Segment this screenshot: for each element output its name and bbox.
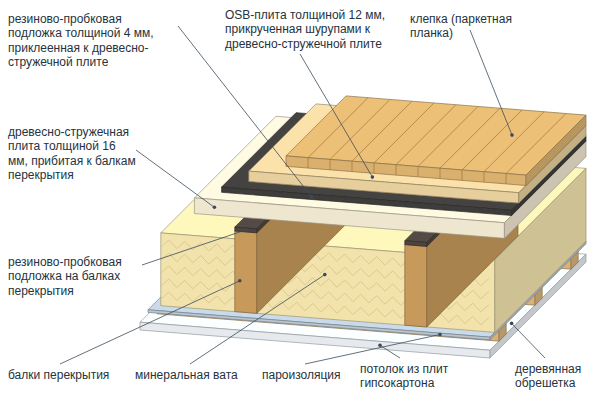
callout-label: минеральная вата bbox=[135, 368, 250, 382]
leader-dot bbox=[510, 322, 514, 326]
parquet-plank-seam bbox=[462, 110, 522, 170]
parquet-plank-seam bbox=[506, 114, 566, 174]
parquet-plank-seam bbox=[484, 112, 544, 172]
callout-label: потолок из плит гипсокартона bbox=[360, 362, 505, 391]
joist-cork-strip bbox=[235, 227, 257, 233]
leader-dot bbox=[238, 279, 242, 283]
parquet-plank-seam bbox=[308, 158, 309, 168]
leader-line bbox=[60, 281, 240, 364]
callout-label: резиново-пробковая подложка толщиной 4 м… bbox=[8, 12, 173, 70]
parquet-plank-seam bbox=[396, 105, 456, 165]
leader-line bbox=[300, 54, 372, 177]
callout-label: деревянная обрешетка bbox=[515, 362, 595, 391]
callout-label: резиново-пробковая подложка на балках пе… bbox=[8, 255, 138, 298]
leader-line bbox=[305, 335, 440, 365]
parquet-plank-seam bbox=[418, 106, 478, 166]
callout-label: пароизоляция bbox=[262, 368, 352, 382]
leader-dot bbox=[310, 195, 314, 199]
parquet-plank-seam bbox=[462, 170, 463, 180]
floor-joist bbox=[405, 245, 427, 327]
floor-joist bbox=[235, 231, 257, 313]
parquet-plank-seam bbox=[330, 99, 390, 159]
parquet-plank-seam bbox=[330, 159, 331, 169]
leader-dot bbox=[244, 228, 248, 232]
leader-line bbox=[142, 230, 246, 265]
parquet-plank-seam bbox=[440, 168, 441, 178]
parquet-plank-seam bbox=[374, 103, 434, 163]
parquet-plank-seam bbox=[374, 163, 375, 173]
callout-label: древесно-стружечная плита толщиной 16 мм… bbox=[8, 125, 136, 183]
joist-cork-strip bbox=[405, 241, 427, 247]
parquet-plank-seam bbox=[396, 165, 397, 175]
parquet-layer bbox=[286, 156, 526, 186]
leader-line bbox=[380, 345, 400, 358]
leader-dot bbox=[371, 175, 375, 179]
leader-dot bbox=[378, 344, 382, 348]
parquet-plank-seam bbox=[418, 166, 419, 176]
parquet-plank-seam bbox=[440, 108, 500, 168]
callout-label: балки перекрытия bbox=[8, 368, 118, 382]
parquet-plank-seam bbox=[506, 174, 507, 184]
leader-dot bbox=[438, 333, 442, 337]
callout-label: клепка (паркетная планка) bbox=[410, 12, 550, 41]
leader-line bbox=[136, 150, 214, 207]
leader-line bbox=[178, 26, 312, 197]
leader-dot bbox=[213, 206, 217, 210]
leader-line bbox=[512, 323, 545, 358]
leader-dot bbox=[510, 133, 514, 137]
leader-dot bbox=[323, 273, 327, 277]
parquet-plank-seam bbox=[308, 98, 368, 158]
parquet-plank-seam bbox=[352, 101, 412, 161]
parquet-layer bbox=[526, 115, 586, 185]
parquet-plank-seam bbox=[484, 172, 485, 182]
leader-line bbox=[190, 275, 325, 364]
leader-line bbox=[470, 30, 512, 135]
parquet-plank-seam bbox=[352, 161, 353, 171]
callout-label: OSB-плита толщиной 12 мм, прикрученная ш… bbox=[225, 8, 390, 51]
